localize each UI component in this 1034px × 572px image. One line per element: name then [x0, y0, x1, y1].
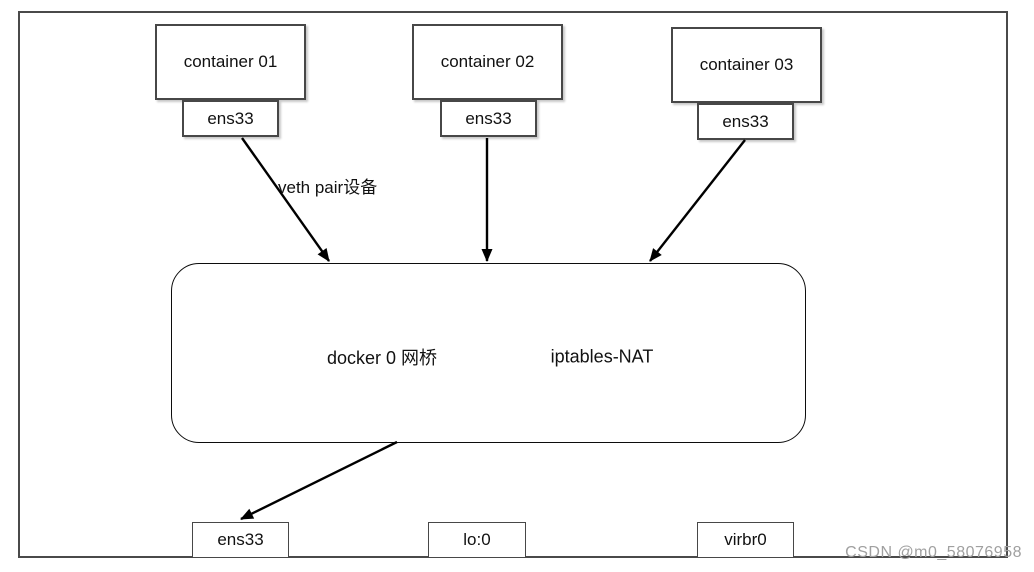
container-02-ens33-label: ens33 [465, 108, 512, 128]
container-03-ens33-label: ens33 [722, 111, 769, 131]
container-03-ens33-box: ens33 [697, 103, 794, 140]
veth-pair-label: veth pair设备 [278, 178, 378, 197]
host-ens33-box: ens33 [192, 522, 289, 558]
host-ens33-label: ens33 [217, 530, 264, 549]
container-01-box: container 01 [155, 24, 306, 100]
container-01-ens33-label: ens33 [207, 108, 254, 128]
host-virbr0-box: virbr0 [697, 522, 794, 558]
container-03-box: container 03 [671, 27, 822, 103]
host-virbr0-label: virbr0 [724, 530, 767, 549]
host-lo0-box: lo:0 [428, 522, 526, 558]
container-01-label: container 01 [183, 52, 278, 71]
iptables-nat-label: iptables-NAT [550, 346, 654, 367]
host-lo0-label: lo:0 [463, 530, 491, 549]
container-02-label: container 02 [440, 52, 535, 71]
container-02-ens33-box: ens33 [440, 100, 537, 137]
docker0-bridge-label: docker 0 网桥 [326, 348, 438, 368]
docker0-bridge-box [171, 263, 806, 443]
watermark: CSDN @m0_58076958 [845, 544, 1022, 561]
container-02-box: container 02 [412, 24, 563, 100]
container-01-ens33-box: ens33 [182, 100, 279, 137]
container-03-label: container 03 [699, 55, 794, 74]
